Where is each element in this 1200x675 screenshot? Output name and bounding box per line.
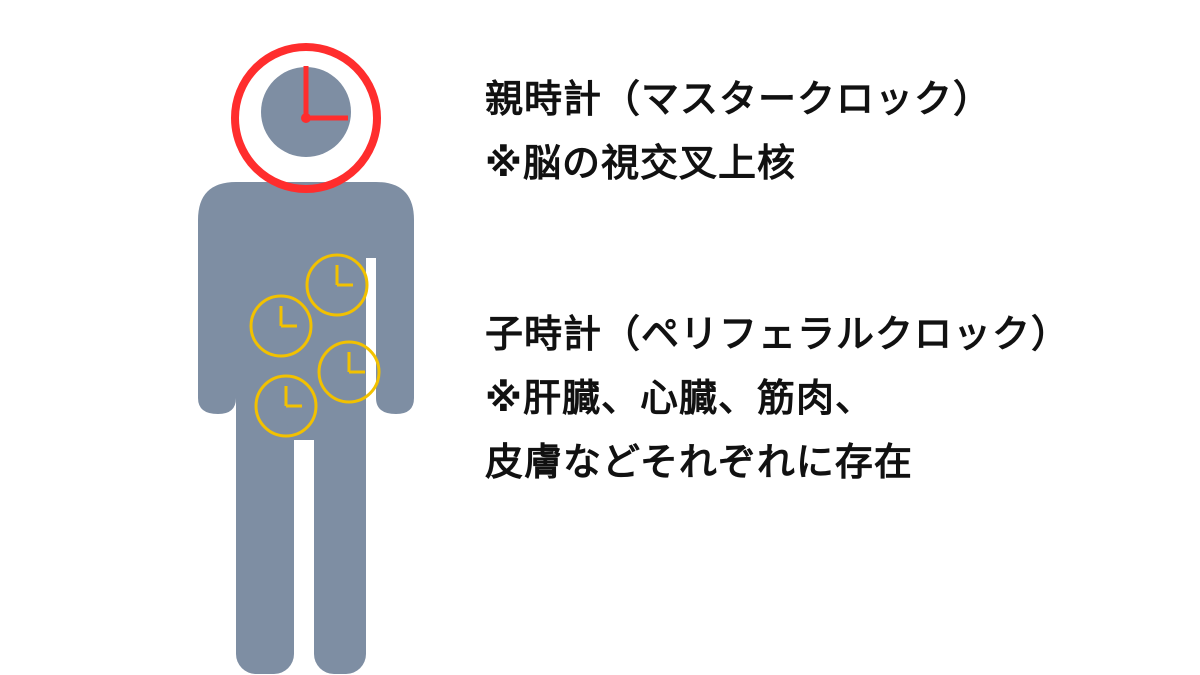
peripheral-clock-label: 子時計（ペリフェラルクロック） ※肝臓、心臓、筋肉、 皮膚などそれぞれに存在 [485, 302, 1070, 494]
peripheral-clock-icon [317, 340, 381, 404]
master-clock-label: 親時計（マスタークロック） ※脳の視交叉上核 [485, 67, 992, 195]
right-leg [314, 420, 366, 674]
peripheral-clock-icon [305, 253, 369, 317]
peripheral-clock-title: 子時計（ペリフェラルクロック） [485, 312, 1071, 356]
master-clock-note: ※脳の視交叉上核 [485, 141, 796, 185]
peripheral-clock-note-line1: ※肝臓、心臓、筋肉、 [485, 376, 874, 420]
master-clock-icon [231, 43, 381, 193]
left-leg [236, 420, 294, 674]
peripheral-clock-icon [249, 294, 313, 358]
peripheral-clock-note-line2: 皮膚などそれぞれに存在 [485, 440, 913, 484]
human-figure-icon [198, 67, 414, 674]
peripheral-clock-icon [254, 374, 318, 438]
master-clock-title: 親時計（マスタークロック） [485, 77, 993, 121]
